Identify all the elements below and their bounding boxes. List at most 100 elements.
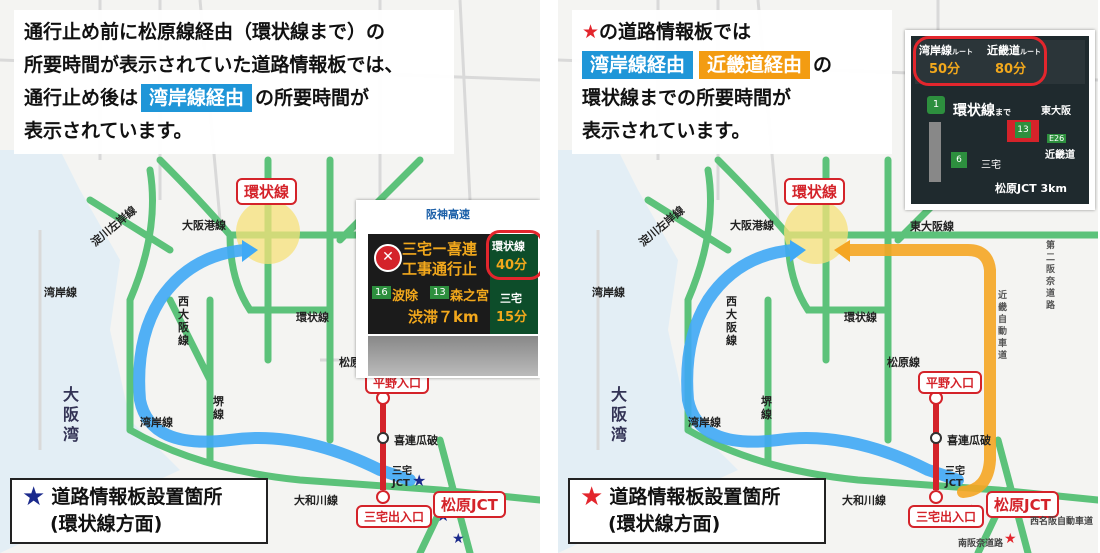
- route16-badge: 16: [372, 286, 391, 299]
- sign-text: ルート: [952, 48, 973, 56]
- legend-line2: (環状線方面): [608, 513, 721, 535]
- wangan4-label: 湾岸線: [688, 416, 721, 429]
- sign-miyake: 三宅: [500, 292, 522, 305]
- yamatogawa-label: 大和川線: [842, 494, 886, 507]
- legend-text: 道路情報板設置箇所: [51, 486, 223, 508]
- daini-hanna-label: 第二阪奈道路: [1046, 241, 1056, 311]
- svg-text:★: ★: [452, 531, 465, 547]
- route13-badge: 13: [1015, 122, 1031, 138]
- star-icon: ★: [582, 21, 600, 43]
- wangan5-label: 湾岸線: [592, 286, 625, 299]
- kanjo-tag: 環状線: [236, 178, 298, 205]
- nishiosaka-label: 西大阪線: [178, 295, 189, 347]
- e26-badge: E26: [1047, 134, 1067, 143]
- hanshin-logo: 阪神高速: [426, 208, 470, 221]
- osaka-bay-label: 大阪湾: [611, 385, 628, 444]
- wangan5-label: 湾岸線: [44, 286, 77, 299]
- sign-east-osaka: 東大阪: [1041, 106, 1071, 117]
- sign-top-right: 近畿道ルート: [987, 42, 1041, 58]
- sakai-label: 堺線: [213, 395, 224, 421]
- sign-kanjo: 環状線まで: [953, 100, 1011, 120]
- star-icon: ★: [22, 482, 46, 512]
- sign-footer: 松原JCT 3km: [995, 182, 1067, 195]
- sign-line2: 工事通行止: [402, 260, 478, 278]
- osaka-bay-label: 大阪湾: [63, 385, 80, 444]
- sign-route2-text: 森之宮: [450, 289, 490, 304]
- callout-text: 通行止め後は: [24, 87, 139, 109]
- sign-top-left-time: 50分: [929, 62, 961, 77]
- callout-line: 通行止め後は湾岸線経由の所要時間が: [24, 82, 444, 115]
- kinki-label: 近畿自動車道: [998, 291, 1008, 361]
- sign-top-right-time: 80分: [995, 62, 1027, 77]
- kanjo-small-label: 環状線: [844, 311, 877, 324]
- callout-line: 所要時間が表示されていた道路情報板では、: [24, 54, 404, 76]
- sign-structure: [368, 336, 538, 376]
- explanation-callout: ★の道路情報板では 湾岸線経由近畿道経由の 環状線までの所要時間が 表示されてい…: [572, 10, 892, 154]
- wangan-highlight: 湾岸線経由: [582, 51, 694, 79]
- sign-line4: 渋滞７km: [408, 308, 479, 326]
- route13-badge: 13: [430, 286, 449, 299]
- miyake-jct-label: 三宅JCT: [945, 466, 965, 489]
- sakai-label: 堺線: [761, 395, 772, 421]
- svg-text:★: ★: [1004, 531, 1017, 547]
- sign-text: 環状線: [953, 103, 995, 119]
- kirewari-label: 喜連瓜破: [394, 434, 438, 447]
- route1-badge: 1: [927, 96, 945, 114]
- higashiosaka-label: 東大阪線: [910, 220, 954, 233]
- hirano-tag: 平野入口: [918, 371, 983, 394]
- sign-time-column: 環状線 40分 三宅 15分: [490, 234, 538, 334]
- matsubara-label: 松原線: [887, 356, 920, 369]
- sign-kanjo: 環状線: [492, 240, 525, 253]
- callout-line: 通行止め前に松原線経由（環状線まで）の: [24, 21, 386, 43]
- nishiosaka-label: 西大阪線: [726, 295, 737, 347]
- matsubara-jct-tag: 松原JCT: [433, 491, 506, 518]
- svg-text:★: ★: [412, 471, 426, 490]
- miyake-iri-tag: 三宅出入口: [908, 505, 985, 528]
- sign-route1-text: 波除: [392, 289, 419, 304]
- callout-line: 環状線までの所要時間が: [582, 87, 792, 109]
- kanjo-tag: 環状線: [784, 178, 846, 205]
- no-entry-icon: ✕: [374, 244, 402, 272]
- callout-line: 表示されています。: [24, 120, 193, 142]
- star-icon: ★: [580, 482, 604, 512]
- sign-text: 近畿道: [987, 44, 1020, 57]
- callout-text: の道路情報板では: [599, 21, 752, 43]
- kanjo-small-label: 環状線: [296, 311, 329, 324]
- sign-text: ルート: [1020, 48, 1041, 56]
- callout-line: ★の道路情報板では: [582, 16, 882, 49]
- sign-road-line: [929, 122, 941, 182]
- sign-text: まで: [995, 108, 1011, 117]
- wangan4-label: 湾岸線: [140, 416, 173, 429]
- sign-miyake: 三宅: [981, 160, 1001, 171]
- sign-line1: 三宅ー喜連: [402, 240, 478, 258]
- highlight-circle: [913, 36, 1047, 86]
- legend-text: 道路情報板設置箇所: [609, 486, 781, 508]
- legend-line1: ★道路情報板設置箇所: [22, 484, 256, 511]
- yamatogawa-label: 大和川線: [294, 494, 338, 507]
- wangan-highlight: 湾岸線経由: [141, 84, 253, 112]
- legend-box: ★道路情報板設置箇所 (環状線方面): [10, 478, 268, 544]
- callout-text: の所要時間が: [255, 87, 370, 109]
- callout-line: 湾岸線経由近畿道経由の: [582, 49, 882, 82]
- sign-kanjo-time: 40分: [496, 258, 528, 273]
- sign-kinki: 近畿道: [1045, 150, 1075, 161]
- callout-line: 表示されています。: [582, 120, 751, 142]
- osakako-label: 大阪港線: [730, 219, 774, 232]
- explanation-callout: 通行止め前に松原線経由（環状線まで）の 所要時間が表示されていた道路情報板では、…: [14, 10, 454, 154]
- callout-text: の: [813, 54, 833, 76]
- nishimeihan-label: 西名阪自動車道: [1030, 517, 1094, 527]
- minamihanna-label: 南阪奈道路: [958, 539, 1004, 549]
- sign-header: [915, 40, 1085, 84]
- sign-board: ✕ 三宅ー喜連 工事通行止 16 波除 13 森之宮 渋滞７km 環状線 40分…: [368, 230, 540, 334]
- sign-board: 湾岸線ルート 50分 近畿道ルート 80分 1 環状線まで 東大阪 13 E26…: [911, 36, 1089, 204]
- matsubara-jct-tag: 松原JCT: [986, 491, 1059, 518]
- miyake-iri-tag: 三宅出入口: [356, 505, 433, 528]
- sign-photo-left: 阪神高速 ✕ 三宅ー喜連 工事通行止 16 波除 13 森之宮 渋滞７km 環状…: [356, 200, 540, 378]
- sign-miyake-time: 15分: [496, 310, 528, 325]
- highlight-circle: [486, 230, 540, 280]
- legend-line1: ★道路情報板設置箇所: [580, 484, 814, 511]
- legend-box: ★道路情報板設置箇所 (環状線方面): [568, 478, 826, 544]
- route6-badge: 6: [951, 152, 967, 168]
- legend-line2: (環状線方面): [50, 513, 163, 535]
